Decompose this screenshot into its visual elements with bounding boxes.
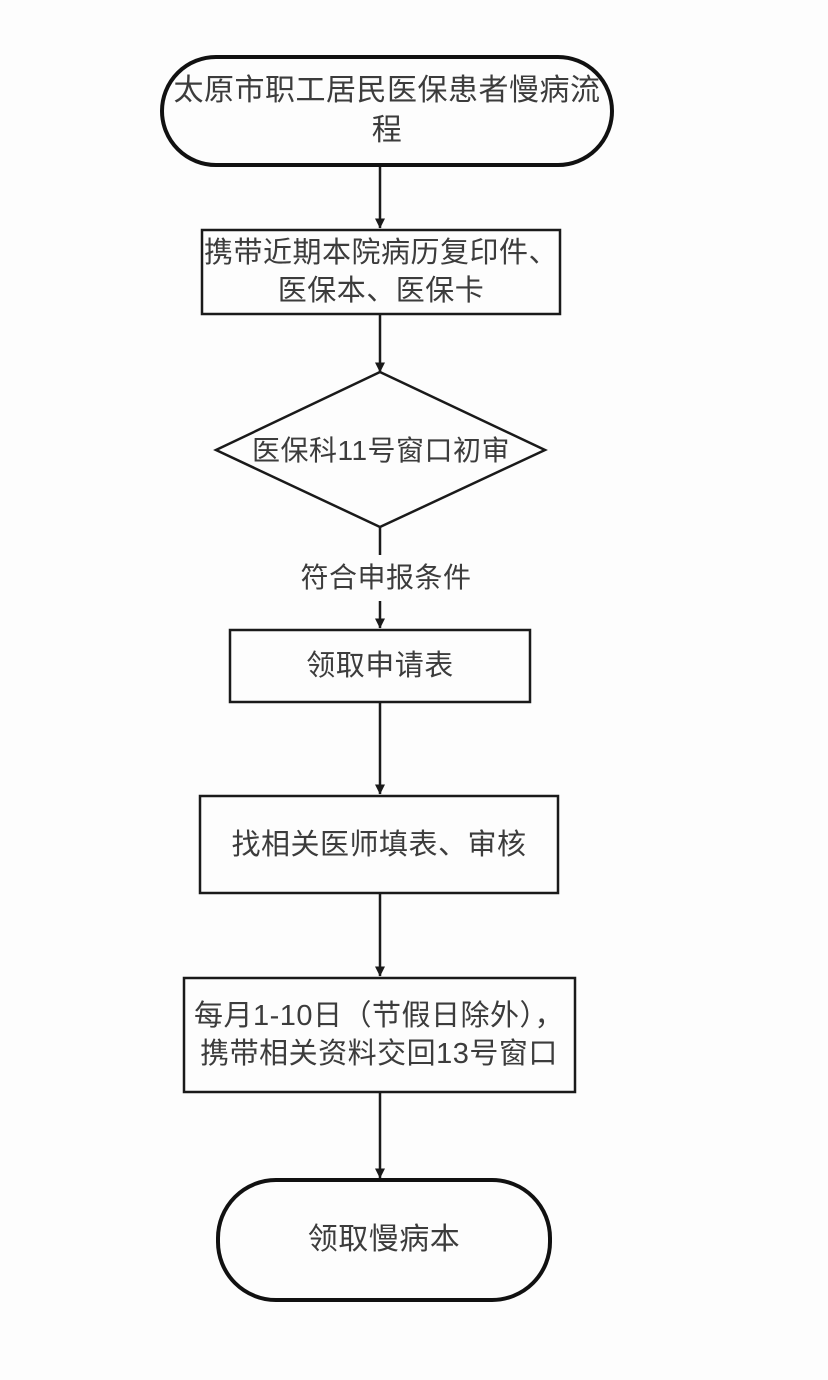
node-doctor-shape[interactable] xyxy=(198,794,560,895)
node-review-shape[interactable] xyxy=(213,370,548,529)
node-submit-shape[interactable] xyxy=(182,976,577,1094)
node-docs-shape[interactable] xyxy=(200,228,562,316)
node-end-shape[interactable] xyxy=(216,1178,552,1302)
node-start-shape[interactable] xyxy=(160,55,614,167)
node-getform-shape[interactable] xyxy=(228,628,532,704)
